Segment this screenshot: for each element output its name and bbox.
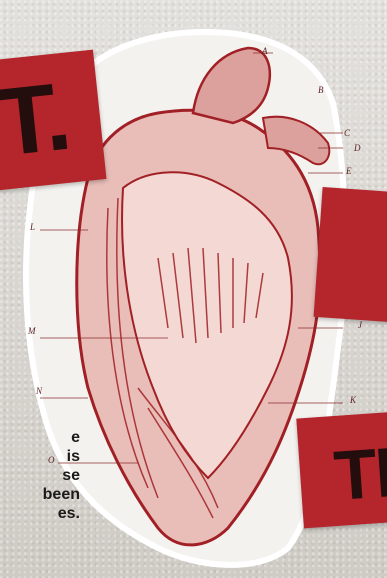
left-text-line: been xyxy=(0,485,80,504)
tag-bottom-right: TH xyxy=(296,412,387,529)
label-a: A xyxy=(262,46,268,56)
label-l: L xyxy=(30,222,35,232)
tag-top-left: T. xyxy=(0,50,106,191)
label-d: D xyxy=(354,143,361,153)
label-m: M xyxy=(28,326,36,336)
left-text-line: is xyxy=(0,447,80,466)
left-text-fragment: e is se been es. xyxy=(0,428,80,523)
tag-bottom-right-text: TH xyxy=(332,430,387,516)
left-text-line: es. xyxy=(0,504,80,523)
tag-middle-right xyxy=(314,187,387,323)
tag-top-left-text: T. xyxy=(0,67,74,174)
label-e: E xyxy=(346,166,352,176)
label-n: N xyxy=(36,386,42,396)
left-text-line: e xyxy=(0,428,80,447)
left-text-line: se xyxy=(0,466,80,485)
label-j: J xyxy=(358,320,362,330)
label-k: K xyxy=(350,395,356,405)
label-c: C xyxy=(344,128,350,138)
label-b: B xyxy=(318,85,324,95)
